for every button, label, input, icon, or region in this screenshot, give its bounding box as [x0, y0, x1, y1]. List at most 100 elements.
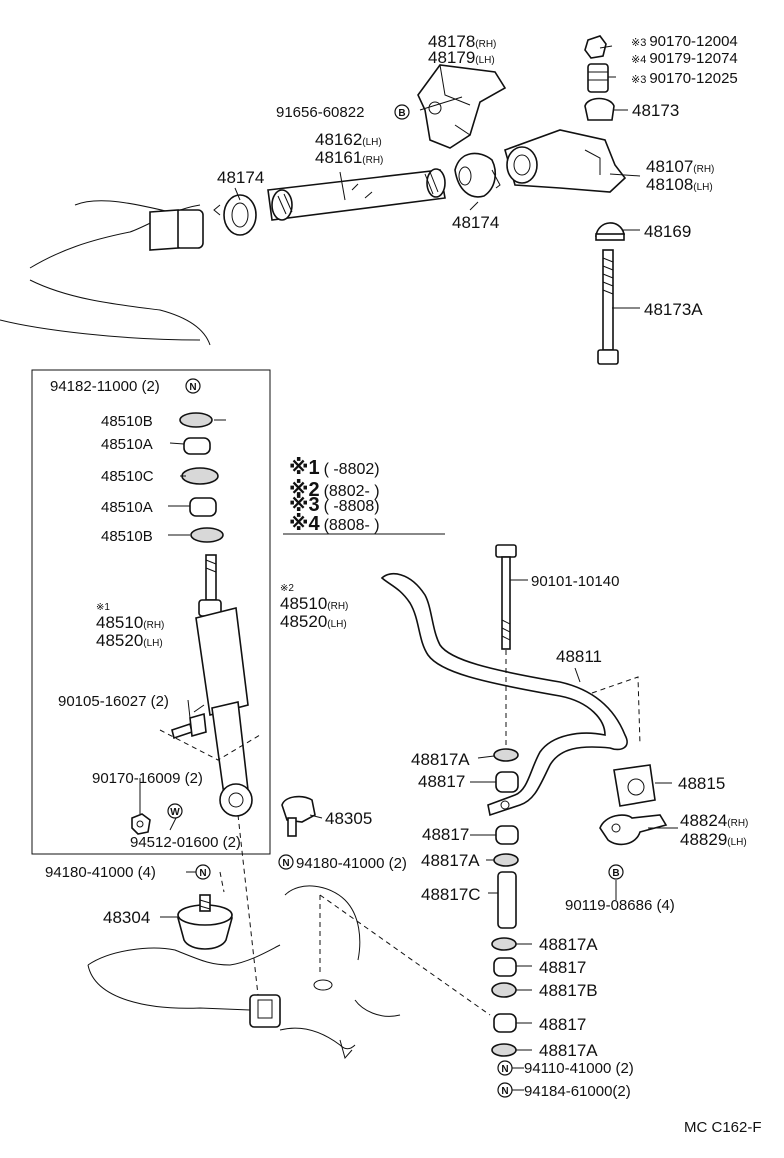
- label-48817A-3: 48817A: [539, 935, 598, 954]
- label-48817B: 48817B: [539, 981, 598, 1000]
- label-48817-4: 48817: [539, 1015, 586, 1034]
- badge-n-94184: N: [497, 1082, 513, 1098]
- shock-absorber: [195, 554, 253, 817]
- svg-text:N: N: [282, 858, 289, 869]
- svg-text:W: W: [170, 807, 180, 818]
- label-90101: 90101-10140: [531, 573, 619, 590]
- leader-lines: [139, 45, 678, 1091]
- badge-n-94180-left: N: [195, 864, 211, 880]
- frame-outline-lower: [87, 885, 401, 1060]
- label-48815: 48815: [678, 774, 725, 793]
- bracket-48824: [599, 814, 668, 846]
- anchor-arm-48107: [504, 129, 627, 193]
- badge-n-94182: N: [185, 378, 201, 394]
- label-48510-rh-2: 48510(RH): [280, 594, 348, 613]
- label-48169: 48169: [644, 222, 691, 241]
- bracket-48178: [417, 64, 507, 149]
- label-91656: 91656-60822: [276, 104, 364, 121]
- badge-connector: [219, 871, 225, 893]
- bolt-90101: [495, 544, 517, 650]
- part-labels: 48178(RH) 48179(LH) 91656-60822 48162(LH…: [45, 32, 762, 1136]
- label-90105: 90105-16027 (2): [58, 693, 169, 710]
- note-row-4: ※4(8808- ): [289, 513, 380, 535]
- label-48178: 48178(RH): [428, 32, 496, 51]
- label-48520-lh-1: 48520(LH): [96, 631, 163, 650]
- label-48174-left: 48174: [217, 168, 264, 187]
- seat-48169: [595, 222, 626, 241]
- label-48304: 48304: [103, 908, 150, 927]
- stabilizer-link-parts: [491, 748, 519, 1057]
- svg-text:B: B: [398, 108, 405, 119]
- adjusting-nut-stack: [584, 35, 615, 121]
- note-row-1: ※1( -8802): [289, 457, 380, 479]
- label-48817A-4: 48817A: [539, 1041, 598, 1060]
- bushing-48815: [613, 764, 656, 807]
- bracket-lower-shock: [249, 994, 281, 1028]
- svg-text:N: N: [501, 1064, 508, 1075]
- torsion-bar: [267, 168, 446, 221]
- svg-text:B: B: [612, 868, 619, 879]
- label-48817C: 48817C: [421, 885, 481, 904]
- shock-to-bracket-line: [237, 814, 259, 996]
- bolt-48173A: [597, 249, 619, 365]
- label-48817A-1: 48817A: [411, 750, 470, 769]
- label-94512: 94512-01600 (2): [130, 834, 241, 851]
- label-90119: 90119-08686 (4): [565, 897, 675, 914]
- shock-guide-line: [159, 729, 261, 761]
- label-48817-1: 48817: [418, 772, 465, 791]
- label-48510-rh-1: 48510(RH): [96, 613, 164, 632]
- badge-n-94180-right: N: [278, 854, 294, 870]
- label-48107: 48107(RH): [646, 157, 714, 176]
- label-90170-16009: 90170-16009 (2): [92, 770, 203, 787]
- label-48179: 48179(LH): [428, 48, 495, 67]
- note-row-3: ※3( -8808): [289, 494, 380, 516]
- note-rows: ※1( -8802) ※2(8802- ) ※3( -8808) ※4(8808…: [289, 457, 380, 535]
- footer-code: MC C162-F: [684, 1119, 762, 1136]
- label-48510B-top: 48510B: [101, 413, 153, 430]
- label-48824: 48824(RH): [680, 811, 748, 830]
- label-48510B-bottom: 48510B: [101, 528, 153, 545]
- label-48161: 48161(RH): [315, 148, 383, 167]
- label-48817-2: 48817: [422, 825, 469, 844]
- label-48829: 48829(LH): [680, 830, 747, 849]
- label-48108: 48108(LH): [646, 175, 713, 194]
- label-48510C: 48510C: [101, 468, 154, 485]
- svg-text:N: N: [189, 382, 196, 393]
- label-94180-left: 94180-41000 (4): [45, 864, 156, 881]
- label-48817-3: 48817: [539, 958, 586, 977]
- label-94110: 94110-41000 (2): [524, 1060, 634, 1077]
- label-48305: 48305: [325, 809, 372, 828]
- label-48520-lh-2: 48520(LH): [280, 612, 347, 631]
- stabilizer-bar-48811: [380, 572, 628, 817]
- svg-text:N: N: [199, 868, 206, 879]
- label-48817A-2: 48817A: [421, 851, 480, 870]
- note-row-2: ※2(8802- ): [289, 479, 380, 501]
- label-94184: 94184-61000(2): [524, 1083, 631, 1100]
- label-48174-right: 48174: [452, 213, 499, 232]
- label-star2: ※2: [280, 583, 294, 594]
- label-94182: 94182-11000 (2): [50, 378, 160, 395]
- label-48173: 48173: [632, 101, 679, 120]
- badge-w-94512: W: [167, 803, 183, 819]
- stopper-48305: [281, 795, 316, 837]
- label-48162: 48162(LH): [315, 130, 382, 149]
- stabilizer-guide: [591, 676, 641, 746]
- badge-b-90119: B: [608, 864, 624, 880]
- bolt-90105: [171, 704, 207, 740]
- label-48811: 48811: [556, 647, 602, 666]
- shock-absorber-group-box: [31, 369, 271, 855]
- label-94180-right: 94180-41000 (2): [296, 855, 407, 872]
- label-48173A: 48173A: [644, 300, 703, 319]
- label-48510A-top: 48510A: [101, 436, 153, 453]
- label-star1: ※1: [96, 602, 110, 613]
- badge-n-94110: N: [497, 1060, 513, 1076]
- shock-cushions: [179, 412, 224, 543]
- bumper-48304: [177, 894, 233, 950]
- nut-washer: [131, 813, 151, 835]
- boot-48174-left: [213, 194, 257, 236]
- anchor-arm-left: [149, 209, 204, 251]
